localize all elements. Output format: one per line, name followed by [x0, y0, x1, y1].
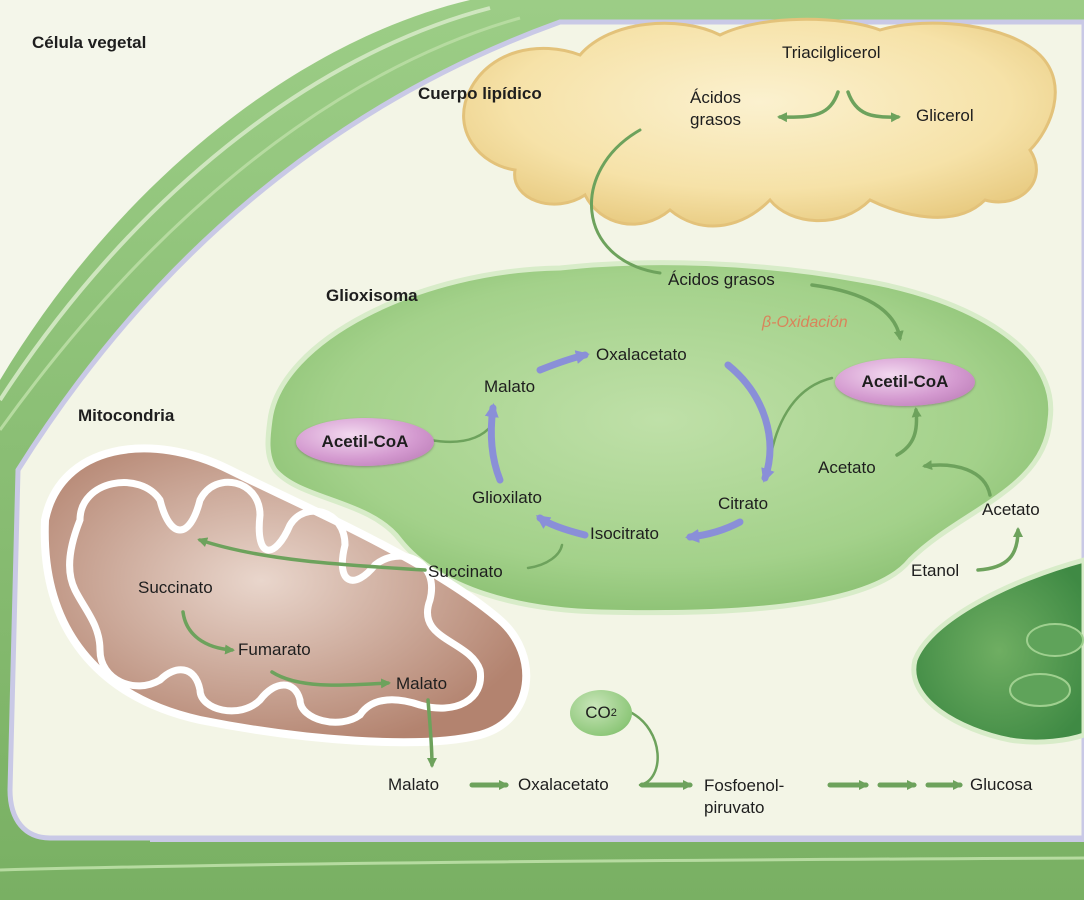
acetyl-coa-left-pill: Acetil-CoA	[296, 418, 434, 466]
co2-subscript: 2	[611, 707, 617, 719]
pep-label: Fosfoenol- piruvato	[704, 775, 784, 819]
glyoxysome-acetate-label: Acetato	[818, 458, 876, 478]
oxaloacetate-label: Oxalacetato	[596, 345, 687, 365]
mito-succinate-label: Succinato	[138, 578, 213, 598]
glucose-label: Glucosa	[970, 775, 1032, 795]
fumarate-label: Fumarato	[238, 640, 311, 660]
isocitrate-label: Isocitrato	[590, 524, 659, 544]
cytosol-oxaloacetate-label: Oxalacetato	[518, 775, 609, 795]
figure-title: Célula vegetal	[32, 33, 146, 53]
glycerol-label: Glicerol	[916, 106, 974, 126]
lipid-body-label: Cuerpo lipídico	[418, 84, 542, 104]
acetyl-coa-right-pill: Acetil-CoA	[835, 358, 975, 406]
glyoxysome-malate-label: Malato	[484, 377, 535, 397]
citrate-label: Citrato	[718, 494, 768, 514]
beta-oxidation-label: β-Oxidación	[762, 313, 848, 333]
thylakoid-stack	[1010, 674, 1070, 706]
cytosol-acetate-label: Acetato	[982, 500, 1040, 520]
co2-label: CO	[585, 703, 611, 723]
mitochondrion-label: Mitocondria	[78, 406, 174, 426]
lipid-fatty-acids-label: Ácidos grasos	[690, 87, 741, 131]
ethanol-label: Etanol	[911, 561, 959, 581]
glyoxysome-label: Glioxisoma	[326, 286, 418, 306]
glyoxysome-succinate-label: Succinato	[428, 562, 503, 582]
mito-malate-label: Malato	[396, 674, 447, 694]
thylakoid-stack	[1027, 624, 1083, 656]
glyoxysome-fatty-acids-label: Ácidos grasos	[668, 270, 775, 290]
cytosol-malate-label: Malato	[388, 775, 439, 795]
triacylglycerol-label: Triacilglicerol	[782, 43, 881, 63]
glyoxylate-label: Glioxilato	[472, 488, 542, 508]
